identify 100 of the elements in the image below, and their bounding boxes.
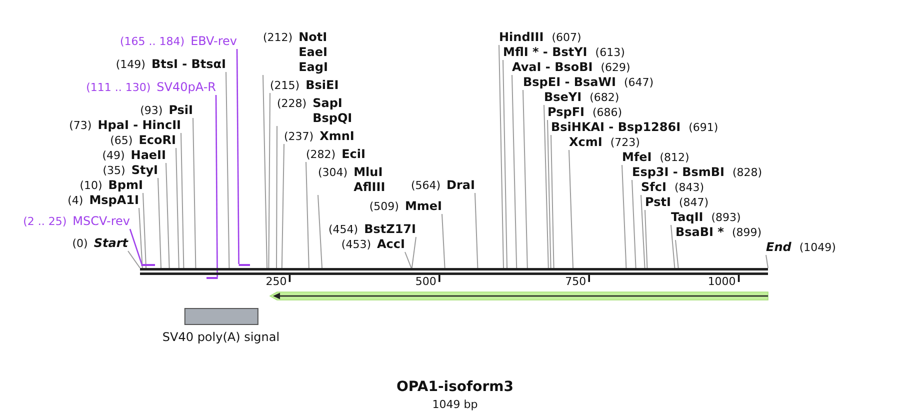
leader-line [142, 192, 146, 268]
enzyme-name: XcmI [569, 135, 602, 150]
leader-line [670, 224, 676, 268]
site-position: (509) [369, 199, 399, 214]
site-position: (629) [600, 60, 630, 75]
enzyme-name: BpmI [108, 178, 143, 193]
primer-name: SV40pA-R [156, 80, 216, 95]
feature-band [269, 292, 768, 300]
site-position: (4) [68, 193, 84, 208]
site-position: (613) [595, 45, 625, 60]
leader-line [129, 228, 142, 264]
enzyme-name: BspEI - BsaWI [523, 75, 616, 90]
site-position: (215) [270, 78, 300, 93]
sequence-end-label: End [766, 240, 792, 255]
leader-line [544, 104, 549, 268]
leader-line [550, 134, 554, 268]
site-position: (49) [102, 148, 125, 163]
enzyme-name: MflI * - BstYI [503, 45, 588, 60]
enzyme-name: BsiEI [306, 78, 339, 93]
leader-line [268, 92, 270, 268]
enzyme-name: HindIII [499, 30, 544, 45]
site-position: (282) [306, 147, 336, 162]
enzyme-name: XmnI [320, 129, 354, 144]
enzyme-name: BtsI - BtsαI [151, 57, 226, 72]
primer-range: (2 .. 25) [23, 214, 67, 229]
leader-line [180, 132, 184, 268]
site-position: (847) [678, 195, 709, 210]
enzyme-name: EagI [298, 60, 328, 75]
enzyme-name: AvaI - BsoBI [512, 60, 593, 75]
leader-line [568, 150, 574, 268]
enzyme-name: Esp3I - BsmBI [632, 165, 724, 180]
enzyme-name: PsiI [168, 103, 193, 118]
site-position: (304) [318, 165, 348, 180]
leader-line [498, 44, 504, 268]
site-position: (10) [80, 178, 102, 193]
site-position: (1049) [799, 240, 836, 255]
leader-line [411, 236, 416, 268]
leader-line [622, 164, 627, 268]
enzyme-name: EciI [342, 147, 366, 162]
leader-line [192, 118, 196, 268]
enzyme-name: BseYI [544, 90, 582, 105]
scale-number: 1000 [708, 274, 736, 289]
site-position: (454) [328, 222, 358, 237]
site-position: (564) [410, 178, 441, 193]
site-position: (212) [263, 30, 293, 45]
feature-label: SV40 poly(A) signal [162, 330, 280, 345]
site-position: (453) [341, 237, 372, 252]
leader-line [522, 90, 528, 268]
leader-line [644, 210, 648, 268]
map-title: OPA1-isoform3 [396, 378, 514, 396]
site-position: (228) [277, 96, 307, 111]
primer-name: MSCV-rev [72, 214, 130, 229]
enzyme-name: PstI [645, 195, 671, 210]
leader-line [158, 178, 162, 268]
site-position: (682) [590, 90, 620, 105]
sequence-length: 1049 bp [432, 397, 478, 412]
site-position: (812) [660, 150, 690, 165]
leader-line [176, 148, 180, 268]
leader-line [675, 240, 679, 268]
leader-line [236, 49, 240, 264]
leader-line [166, 162, 170, 268]
enzyme-name: TaqII [671, 210, 704, 225]
enzyme-name: MspA1I [89, 193, 139, 208]
leader-line [306, 162, 310, 268]
sequence-end-label: Start [94, 236, 128, 251]
leader-line [404, 252, 412, 268]
enzyme-name: SfcI [641, 180, 666, 195]
enzyme-name: MmeI [404, 199, 442, 214]
site-position: (843) [674, 180, 704, 195]
enzyme-name: BsiHKAI - Bsp1286I [551, 120, 681, 135]
scale-number: 250 [266, 274, 287, 289]
enzyme-name: SapI [312, 96, 342, 111]
leader-line [318, 194, 322, 268]
site-position: (65) [110, 133, 133, 148]
site-position: (0) [72, 236, 88, 251]
enzyme-name: BstZ17I [364, 222, 416, 237]
leader-line [262, 74, 268, 268]
leader-line [442, 214, 446, 268]
enzyme-name: StyI [131, 163, 158, 178]
enzyme-name: AccI [377, 237, 405, 252]
dna-backbone [140, 268, 768, 275]
leader-line [215, 95, 218, 277]
leader-line [276, 126, 278, 268]
enzyme-name: EaeI [298, 45, 328, 60]
site-position: (93) [140, 103, 163, 118]
site-position: (607) [552, 30, 582, 45]
leader-line [281, 144, 284, 268]
primer-range: (165 .. 184) [120, 34, 185, 49]
site-position: (73) [69, 118, 92, 133]
site-position: (686) [592, 105, 622, 120]
enzyme-name: NotI [298, 30, 328, 45]
scale-number: 500 [415, 274, 436, 289]
scale-number: 750 [565, 274, 586, 289]
enzyme-name: HaeII [130, 148, 166, 163]
site-position: (893) [711, 210, 741, 225]
leader-line [547, 120, 552, 268]
leader-line [632, 180, 636, 268]
enzyme-name: BspQI [312, 111, 352, 126]
leader-line [640, 194, 646, 268]
enzyme-name: BsaBI * [676, 225, 724, 240]
